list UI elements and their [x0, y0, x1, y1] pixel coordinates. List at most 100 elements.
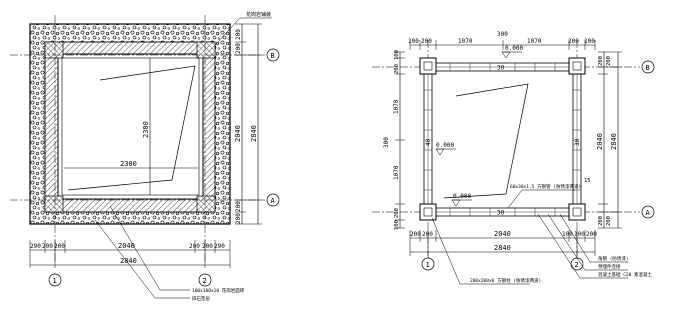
- right-leader-inner: [507, 189, 575, 209]
- right-dim-right-seg: 200: [606, 216, 612, 226]
- left-grid-bubble-2: 2: [198, 273, 212, 287]
- right-beam-label-bottom: 30: [497, 210, 505, 217]
- left-dim-bottom-seg: 200: [42, 243, 53, 250]
- right-dim-bottom-total: 2840: [494, 244, 511, 252]
- right-dim-left-seg: 200: [394, 208, 400, 218]
- right-column: [568, 57, 586, 75]
- right-dim-top-seg: 200: [421, 38, 432, 45]
- left-note-top-right: 花岗岩铺装: [246, 11, 271, 18]
- left-dim-inner-width: 2300: [120, 160, 137, 168]
- left-dim-bottom-seg: 200: [54, 243, 65, 250]
- left-dim-inner-height: 2300: [142, 121, 150, 138]
- left-corner-block: [44, 41, 64, 59]
- right-dim-bottom-seg: 200: [586, 231, 597, 238]
- left-dim-right-seg: 200: [235, 43, 242, 54]
- right-level-left: 0.000: [435, 142, 456, 156]
- right-grid-bubble-1: 1: [421, 257, 435, 271]
- right-dim-right-seg: 200: [598, 216, 604, 226]
- right-beam-label-right: 30: [574, 138, 581, 146]
- right-dim-bottom-seg: 200: [422, 231, 433, 238]
- right-note-inner: 60x30x1.5 方钢管 (防锈漆两道): [510, 183, 581, 190]
- right-dim-left-center: 300: [383, 137, 390, 148]
- right-leader-bottom-left: [431, 217, 530, 285]
- svg-text:A: A: [646, 209, 651, 217]
- left-plan: 2300 2300 290 200 200 2040 200 200 290 2…: [10, 11, 280, 302]
- svg-text:1: 1: [53, 277, 57, 285]
- right-dim-left-seg: 200: [394, 64, 400, 74]
- right-note-3: 混凝土基础 C20 素混凝土: [598, 271, 653, 278]
- right-level-bottom: 0.000: [451, 193, 472, 207]
- right-top-dimensions: 100 200 1070 1070 200 100 300: [408, 31, 596, 50]
- right-bottom-dimensions: 200 200 2040 100 100 200 2840: [409, 230, 597, 256]
- right-note-bottom-left: 200x200x6 方钢柱 (防锈漆两道): [470, 277, 541, 284]
- svg-text:2: 2: [203, 277, 207, 285]
- right-dim-left-seg: 1070: [393, 99, 400, 114]
- right-dim-right-minor: 15: [584, 178, 591, 184]
- right-dim-top-seg: 1070: [527, 38, 542, 45]
- left-corner-block: [196, 195, 216, 213]
- right-column: [568, 203, 586, 221]
- left-right-dimensions: 200 200 2040 200 200 2840: [234, 23, 262, 225]
- right-note-2: 预埋件连接: [598, 263, 621, 270]
- right-grid-bubble-a: A: [641, 205, 655, 219]
- left-dim-bottom-seg: 200: [189, 243, 200, 250]
- left-dim-bottom-total: 2840: [120, 257, 137, 265]
- svg-text:0.000: 0.000: [436, 142, 454, 149]
- svg-text:0.000: 0.000: [453, 193, 471, 200]
- right-dim-top-seg: 1070: [458, 38, 473, 45]
- left-dim-right-seg: 200: [235, 201, 242, 212]
- right-dim-right-seg: 200: [598, 56, 604, 66]
- right-dim-left-seg: 100: [394, 220, 400, 230]
- left-leader-bottom-2: [94, 219, 190, 299]
- left-dim-bottom-mid: 2040: [118, 242, 135, 250]
- right-dim-bottom-seg: 100: [562, 231, 573, 238]
- left-dim-bottom-seg: 200: [202, 243, 213, 250]
- left-dim-right-mid: 2040: [234, 125, 242, 142]
- svg-text:0.000: 0.000: [505, 45, 523, 52]
- svg-text:B: B: [271, 52, 275, 60]
- right-leader-right-2: [547, 213, 628, 271]
- svg-text:B: B: [646, 64, 650, 72]
- svg-text:A: A: [271, 197, 276, 205]
- svg-text:1: 1: [426, 261, 430, 269]
- left-dim-right-seg: 200: [235, 213, 242, 224]
- right-right-dimensions: 200 200 2040 2840 200 200 15: [584, 51, 622, 229]
- left-grid-bubble-a: A: [266, 193, 280, 207]
- right-dim-left-seg: 100: [394, 50, 400, 60]
- right-plan: 30 30 40 30 0.000 0.000 0.000: [372, 31, 655, 285]
- right-dim-bottom-seg: 100: [574, 231, 585, 238]
- right-beam-label-left: 40: [425, 138, 432, 146]
- right-dim-top-seg: 100: [408, 38, 419, 45]
- left-dim-right-seg: 200: [235, 29, 242, 40]
- left-note-bottom-2: 碎石垫层: [192, 295, 210, 302]
- right-dim-bottom-seg: 200: [410, 231, 421, 238]
- right-break-line: [443, 83, 529, 199]
- right-note-1: 角钢 (防锈漆): [598, 255, 629, 262]
- right-dim-top-seg: 200: [568, 38, 579, 45]
- right-level-top: 0.000: [501, 45, 523, 59]
- right-dim-top-seg: 100: [584, 38, 595, 45]
- right-column: [419, 203, 437, 221]
- right-leader-right-3: [537, 213, 628, 279]
- left-bottom-dimensions: 290 200 200 2040 200 200 290 2840: [29, 240, 231, 268]
- right-beam-label-top: 30: [497, 65, 505, 72]
- right-grid-bubble-b: B: [641, 60, 655, 74]
- left-note-bottom-1: 100x100x10 花岗岩面砖: [192, 287, 245, 294]
- svg-text:2: 2: [575, 261, 579, 269]
- left-grid-bubble-b: B: [266, 48, 280, 62]
- right-column: [419, 57, 437, 75]
- left-corner-block: [44, 195, 64, 213]
- right-dim-left-seg: 1070: [393, 165, 400, 180]
- left-dim-right-total: 2840: [250, 125, 258, 142]
- left-dim-bottom-seg: 290: [214, 243, 225, 250]
- left-inner-field: [57, 53, 204, 200]
- left-break-line: [67, 65, 196, 191]
- right-leader-right-1: [559, 213, 628, 263]
- left-corner-block: [196, 41, 216, 59]
- right-dim-top-center: 300: [497, 31, 508, 38]
- right-dim-right-seg: 200: [606, 56, 612, 66]
- left-grid-bubble-1: 1: [48, 273, 62, 287]
- right-left-dimensions: 100 200 1070 300 1070 200 100: [383, 50, 405, 230]
- right-dim-right-mid: 2040: [596, 133, 604, 150]
